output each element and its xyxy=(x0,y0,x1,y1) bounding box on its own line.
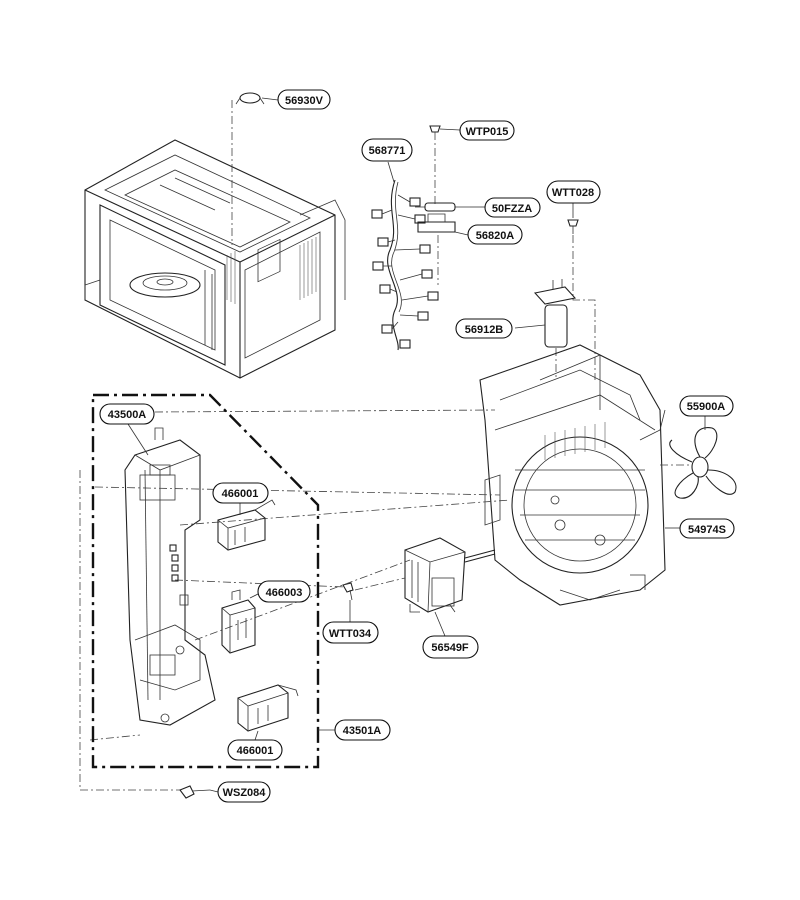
part-label-text: 568771 xyxy=(369,145,406,157)
part-label-text: WTP015 xyxy=(466,126,509,138)
part-label-466001-upper: 466001 xyxy=(212,482,269,504)
latch-holder-drawing xyxy=(124,427,216,726)
fuse-assembly-drawing xyxy=(415,125,470,285)
lamp-drawing xyxy=(533,279,577,380)
part-label-text: 56912B xyxy=(465,324,504,336)
micro-switch-upper-drawing xyxy=(217,499,276,551)
wire-harness-drawing xyxy=(371,179,439,351)
part-label-56930V: 56930V xyxy=(277,89,331,110)
air-guide-chassis-drawing xyxy=(479,344,666,606)
callout-leaders xyxy=(127,97,706,793)
screw-wtt034-drawing xyxy=(342,582,354,601)
part-label-WSZ084: WSZ084 xyxy=(217,781,271,803)
thermostat-part-drawing xyxy=(231,92,265,245)
part-label-43500A: 43500A xyxy=(99,403,155,425)
part-label-WTP015: WTP015 xyxy=(459,120,515,141)
part-label-text: 55900A xyxy=(687,401,726,413)
part-label-56912B: 56912B xyxy=(455,318,513,339)
part-label-text: WTT034 xyxy=(329,628,372,640)
part-label-text: 466001 xyxy=(222,488,259,500)
part-label-text: 56549F xyxy=(431,642,469,654)
part-label-50FZZA: 50FZZA xyxy=(484,197,541,218)
part-label-text: 50FZZA xyxy=(492,203,532,215)
part-label-466001-lower: 466001 xyxy=(227,739,283,761)
part-label-56820A: 56820A xyxy=(467,224,523,245)
part-label-43501A: 43501A xyxy=(334,719,391,741)
screw-wsz084-drawing xyxy=(179,785,211,799)
micro-switch-lower-drawing xyxy=(237,684,299,732)
part-label-WTT034: WTT034 xyxy=(322,621,379,644)
part-label-WTT028: WTT028 xyxy=(546,180,601,204)
oven-cavity-drawing xyxy=(84,139,346,379)
part-label-568771: 568771 xyxy=(361,138,413,162)
part-label-55900A: 55900A xyxy=(679,395,734,417)
part-label-text: 466001 xyxy=(237,745,274,757)
part-label-text: 43500A xyxy=(108,409,147,421)
part-label-text: WSZ084 xyxy=(223,787,267,799)
fan-motor-drawing xyxy=(404,537,496,613)
screw-wtt028-drawing xyxy=(567,219,596,380)
part-label-text: 56930V xyxy=(285,95,324,107)
fan-blade-drawing xyxy=(660,427,737,499)
part-label-text: 43501A xyxy=(343,725,382,737)
part-label-text: WTT028 xyxy=(552,187,594,199)
part-label-56549F: 56549F xyxy=(422,635,479,659)
part-label-text: 466003 xyxy=(266,587,303,599)
part-label-text: 56820A xyxy=(476,230,515,242)
part-label-54974S: 54974S xyxy=(679,518,735,539)
door-latch-group-boundary xyxy=(91,393,320,769)
part-label-466003: 466003 xyxy=(257,580,311,603)
micro-switch-middle-drawing xyxy=(221,589,256,654)
part-label-text: 54974S xyxy=(688,524,726,536)
